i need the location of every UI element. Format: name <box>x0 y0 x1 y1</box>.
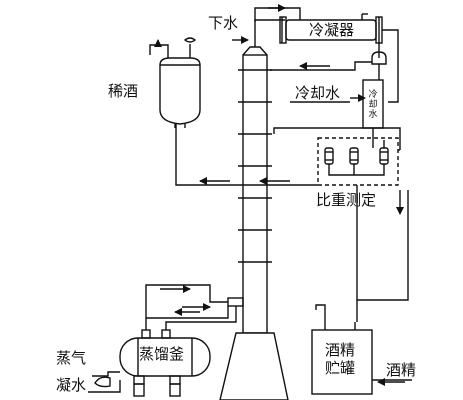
label-dilute-wine: 稀酒 <box>108 82 139 100</box>
sight-glass-1 <box>324 147 334 165</box>
label-condensate: 凝水 <box>56 376 87 394</box>
label-cooling-water: 冷却水 <box>295 84 341 102</box>
label-cooling-water-vertical: 冷却水 <box>368 90 378 120</box>
label-condenser: 冷凝器 <box>309 21 355 39</box>
sight-glass-2 <box>349 147 359 165</box>
label-still-pot: 蒸馏釜 <box>139 345 185 363</box>
label-down-water: 下水 <box>208 14 239 32</box>
alcohol-tank <box>311 322 373 395</box>
distillation-column <box>227 46 272 334</box>
label-steam: 蒸气 <box>56 349 87 367</box>
still-pot <box>119 329 211 397</box>
column-support <box>219 332 289 400</box>
label-density-measurement: 比重测定 <box>316 191 377 209</box>
sight-glass-3 <box>379 147 389 165</box>
dilute-wine-tank <box>159 57 201 128</box>
label-alcohol-out: 酒精 <box>386 361 417 379</box>
label-alcohol-tank: 酒精贮罐 <box>325 341 356 377</box>
